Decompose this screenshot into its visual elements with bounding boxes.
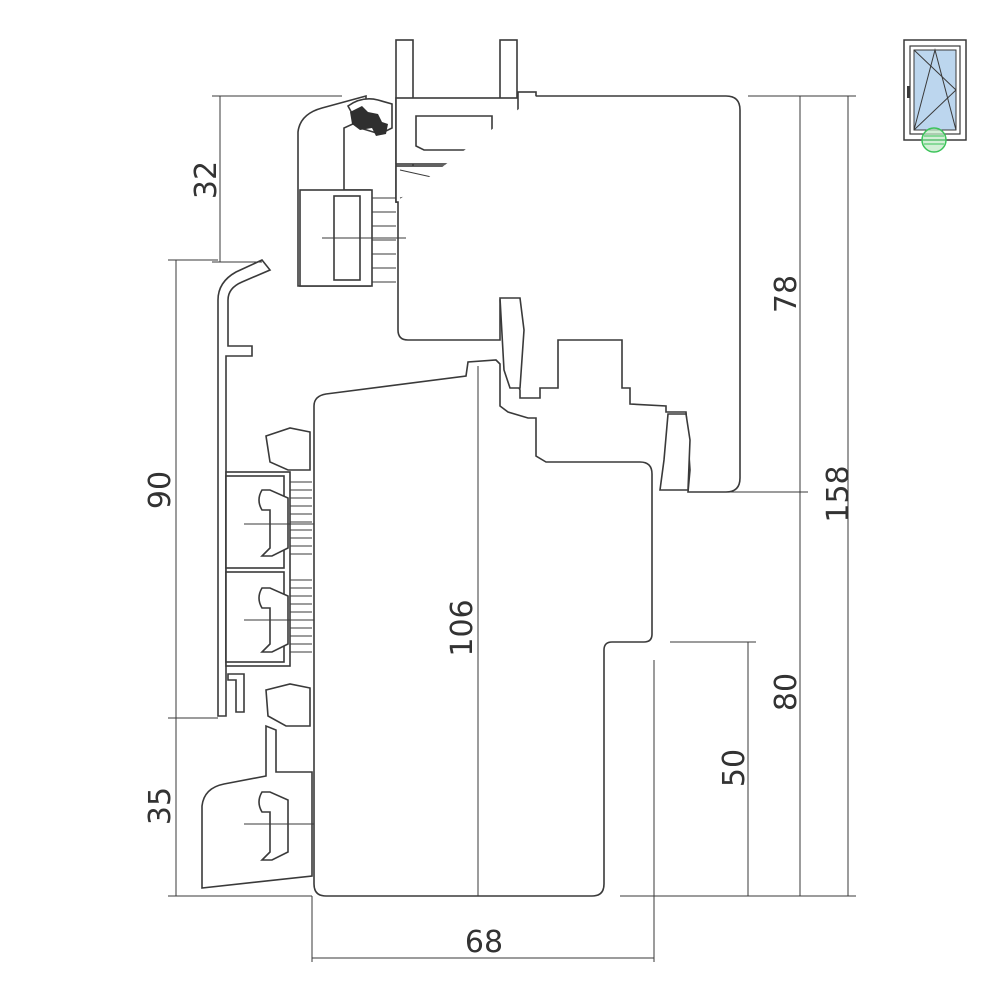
- dimension-90: 90: [143, 471, 178, 509]
- frame-cladding: [217, 259, 322, 717]
- tilt-turn-window-icon: [903, 39, 967, 153]
- dimension-80: 80: [769, 673, 804, 711]
- sash-cladding: [297, 94, 406, 287]
- dimension-106: 106: [445, 599, 480, 656]
- frame-seal: [659, 413, 691, 491]
- dimension-158: 158: [821, 465, 856, 522]
- sill-cladding: [201, 683, 322, 889]
- dimension-32: 32: [189, 161, 224, 199]
- dimension-78: 78: [769, 275, 804, 313]
- frame-profile: [313, 359, 653, 897]
- sash-profile: [396, 95, 741, 493]
- sash-seal: [499, 297, 525, 389]
- dimension-35: 35: [143, 787, 178, 825]
- dimension-lines: [168, 95, 856, 962]
- dimension-68: 68: [465, 925, 503, 960]
- dimension-50: 50: [717, 749, 752, 787]
